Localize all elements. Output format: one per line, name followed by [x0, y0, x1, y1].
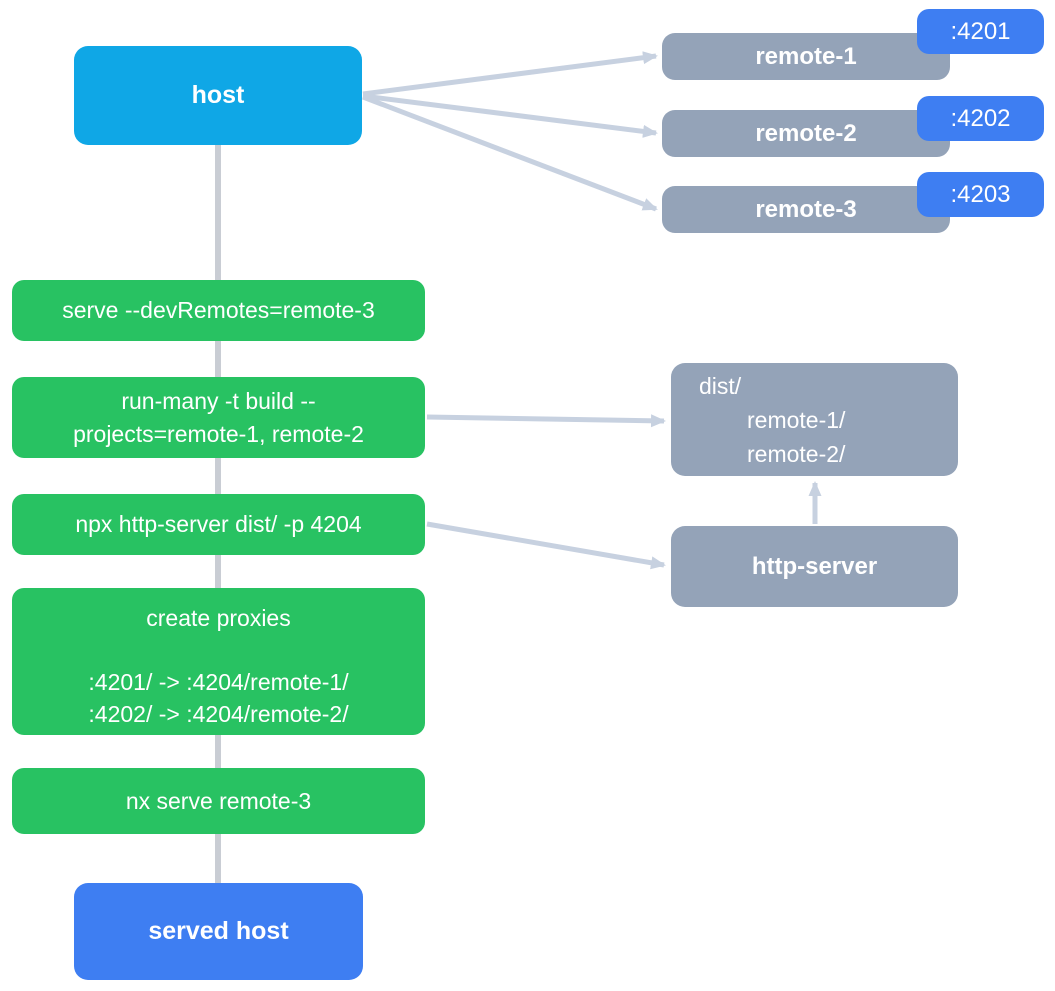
edge-host-to-remote-1: [362, 51, 658, 97]
remote-2-label: remote-2: [755, 119, 857, 147]
node-served-host: served host: [74, 883, 363, 980]
step-line: nx serve remote-3: [125, 787, 312, 814]
edge-build-to-dist: [426, 414, 666, 428]
dist-title: dist/: [699, 372, 742, 399]
proxy-rules: :4201/ -> :4204/remote-1/ :4202/ -> :420…: [88, 666, 348, 730]
step-nx-serve-remote-3: nx serve remote-3: [12, 768, 425, 834]
step-run-many-build: run-many -t build -- projects=remote-1, …: [12, 377, 425, 458]
node-remote-2: remote-2: [662, 110, 950, 157]
remote-3-label: remote-3: [755, 195, 857, 223]
edge-host-to-remote-2: [362, 93, 658, 138]
step-npx-http-server: npx http-server dist/ -p 4204: [12, 494, 425, 555]
edge-host-to-remote-3: [362, 94, 658, 212]
node-http-server: http-server: [671, 526, 958, 607]
dist-item: remote-1/: [747, 406, 846, 433]
step-serve-dev-remotes: serve --devRemotes=remote-3: [12, 280, 425, 341]
edge-npx-to-http-server: [426, 521, 666, 570]
dist-item: remote-2/: [747, 440, 846, 467]
step-create-proxies: create proxies :4201/ -> :4204/remote-1/…: [12, 588, 425, 735]
step-line: run-many -t build --: [121, 387, 316, 414]
port-4201-label: :4201: [950, 17, 1011, 45]
node-host: host: [74, 46, 362, 145]
port-badge-4203: :4203: [917, 172, 1044, 217]
proxy-rule: :4201/ -> :4204/remote-1/: [88, 669, 349, 695]
node-dist-folder: dist/ remote-1/ remote-2/: [671, 363, 958, 476]
http-server-label: http-server: [751, 552, 878, 580]
port-4203-label: :4203: [950, 180, 1011, 208]
step-title: create proxies: [146, 605, 291, 631]
remote-1-label: remote-1: [755, 42, 857, 70]
step-line: npx http-server dist/ -p 4204: [75, 511, 362, 537]
port-4202-label: :4202: [950, 104, 1011, 132]
port-badge-4202: :4202: [917, 96, 1044, 141]
port-badge-4201: :4201: [917, 9, 1044, 54]
node-remote-1: remote-1: [662, 33, 950, 80]
node-remote-3: remote-3: [662, 186, 950, 233]
host-label: host: [191, 81, 245, 109]
step-line: serve --devRemotes=remote-3: [62, 297, 375, 323]
served-host-label: served host: [148, 917, 289, 945]
step-line: projects=remote-1, remote-2: [73, 420, 364, 447]
proxy-rule: :4202/ -> :4204/remote-2/: [88, 701, 349, 727]
